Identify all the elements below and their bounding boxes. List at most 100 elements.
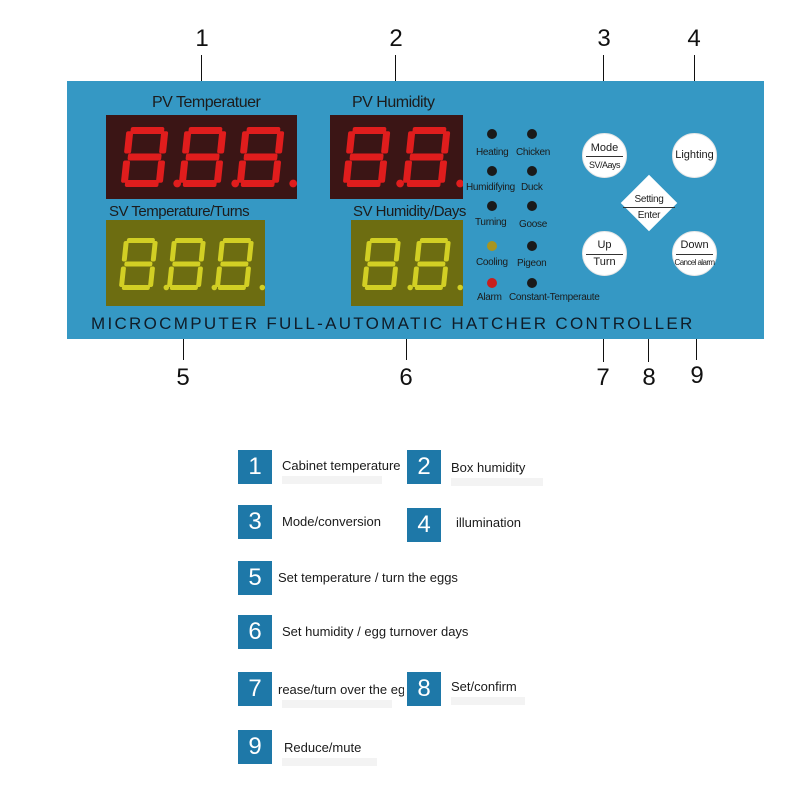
segment-g bbox=[243, 153, 278, 161]
segment-f bbox=[414, 241, 422, 262]
up-button[interactable]: Up Turn bbox=[582, 231, 627, 276]
decimal-point bbox=[456, 179, 464, 188]
callout-7: 7 bbox=[596, 364, 610, 391]
down-button[interactable]: Down Cancel alarm bbox=[672, 231, 717, 276]
up-button-label: Up bbox=[597, 239, 612, 251]
segment-g bbox=[185, 153, 220, 161]
segment-e bbox=[121, 160, 131, 183]
segment-c bbox=[378, 160, 388, 183]
decimal-point bbox=[259, 284, 266, 291]
segment-f bbox=[121, 241, 129, 262]
goose-indicator bbox=[527, 201, 537, 211]
lighting-button[interactable]: Lighting bbox=[672, 133, 717, 178]
legend-text-4: illumination bbox=[456, 515, 522, 530]
segment-d bbox=[121, 285, 150, 290]
pv-humidity-label: PV Humidity bbox=[352, 94, 435, 111]
segment-a bbox=[246, 127, 281, 134]
legend-text-1: Cabinet temperature bbox=[282, 458, 401, 473]
segment-b bbox=[381, 131, 391, 154]
segment-b bbox=[217, 131, 227, 154]
legend-text-2: Box humidity bbox=[451, 460, 526, 475]
down-button-sublabel: Cancel alarm bbox=[674, 258, 716, 267]
segment-g bbox=[127, 153, 162, 161]
decimal-point bbox=[407, 284, 413, 291]
up-button-sublabel: Turn bbox=[593, 256, 616, 268]
segment-c bbox=[391, 266, 398, 287]
legend-text-3: Mode/conversion bbox=[282, 514, 381, 529]
segment-c bbox=[438, 160, 448, 183]
legend-number-8: 8 bbox=[407, 672, 441, 706]
constant-temperature-label: Constant-Temperaute bbox=[509, 292, 600, 303]
goose-label: Goose bbox=[519, 219, 547, 230]
callout-4: 4 bbox=[687, 25, 701, 52]
decimal-point bbox=[231, 179, 240, 188]
segment-b bbox=[443, 241, 451, 262]
mode-button[interactable]: Mode SV/Aays bbox=[582, 133, 627, 178]
segment-a bbox=[188, 127, 223, 134]
segment-b bbox=[275, 131, 285, 154]
segment-c bbox=[272, 160, 282, 183]
callout-1: 1 bbox=[195, 25, 209, 52]
segment-g bbox=[409, 153, 444, 161]
panel-title: MICROCMPUTER FULL-AUTOMATIC HATCHER CONT… bbox=[91, 314, 695, 333]
humidifying-label: Humidifying bbox=[466, 182, 515, 193]
legend-number-5: 5 bbox=[238, 561, 272, 595]
callout-9: 9 bbox=[690, 362, 704, 389]
segment-e bbox=[179, 160, 189, 183]
down-button-label: Down bbox=[680, 239, 709, 251]
segment-b bbox=[150, 241, 158, 262]
segment-a bbox=[352, 127, 387, 134]
segment-a bbox=[412, 127, 447, 134]
mode-button-label: Mode bbox=[590, 142, 619, 154]
segment-f bbox=[406, 131, 416, 154]
segment-c bbox=[244, 266, 251, 287]
constant-temperature-indicator bbox=[527, 278, 537, 288]
segment-a bbox=[222, 238, 251, 243]
segment-f bbox=[240, 131, 250, 154]
segment-f bbox=[182, 131, 192, 154]
pv-temperature-label: PV Temperatuer bbox=[152, 94, 261, 111]
sv-temperature-label: SV Temperature/Turns bbox=[109, 203, 250, 220]
callout-8: 8 bbox=[642, 364, 656, 391]
pigeon-label: Pigeon bbox=[517, 258, 547, 269]
legend-text-9: Reduce/mute bbox=[284, 740, 362, 755]
segment-g bbox=[367, 261, 396, 267]
segment-e bbox=[215, 266, 222, 287]
turning-label: Turning bbox=[475, 217, 507, 228]
controller-panel: PV Temperatuer PV Humidity SV Temperatur… bbox=[67, 81, 764, 339]
lighting-button-label: Lighting bbox=[675, 149, 714, 161]
segment-g bbox=[417, 261, 446, 267]
alarm-indicator bbox=[487, 278, 497, 288]
cooling-indicator bbox=[487, 241, 497, 251]
segment-c bbox=[148, 266, 155, 287]
sv-temperature-display bbox=[106, 220, 266, 306]
callout-3: 3 bbox=[597, 25, 611, 52]
segment-e bbox=[343, 160, 353, 183]
pv-humidity-display bbox=[330, 115, 464, 199]
segment-a bbox=[369, 238, 398, 243]
callout-6: 6 bbox=[399, 364, 413, 391]
segment-f bbox=[217, 241, 225, 262]
alarm-label: Alarm bbox=[477, 292, 502, 303]
segment-a bbox=[419, 238, 448, 243]
pigeon-indicator bbox=[527, 241, 537, 251]
chicken-indicator bbox=[527, 129, 537, 139]
pv-humidity-digits bbox=[343, 127, 464, 188]
segment-d bbox=[169, 285, 198, 290]
legend-text-6: Set humidity / egg turnover days bbox=[282, 624, 469, 639]
segment-d bbox=[414, 285, 443, 290]
heating-label: Heating bbox=[476, 147, 509, 158]
segment-e bbox=[237, 160, 247, 183]
humidifying-indicator bbox=[487, 166, 497, 176]
segment-d bbox=[182, 180, 217, 187]
ghost-text-2 bbox=[451, 478, 543, 486]
segment-f bbox=[346, 131, 356, 154]
legend-number-6: 6 bbox=[238, 615, 272, 649]
segment-e bbox=[167, 266, 174, 287]
sv-temperature-digits bbox=[119, 238, 266, 291]
turning-indicator bbox=[487, 201, 497, 211]
segment-d bbox=[406, 180, 441, 187]
segment-a bbox=[174, 238, 203, 243]
heating-indicator bbox=[487, 129, 497, 139]
legend-number-7: 7 bbox=[238, 672, 272, 706]
